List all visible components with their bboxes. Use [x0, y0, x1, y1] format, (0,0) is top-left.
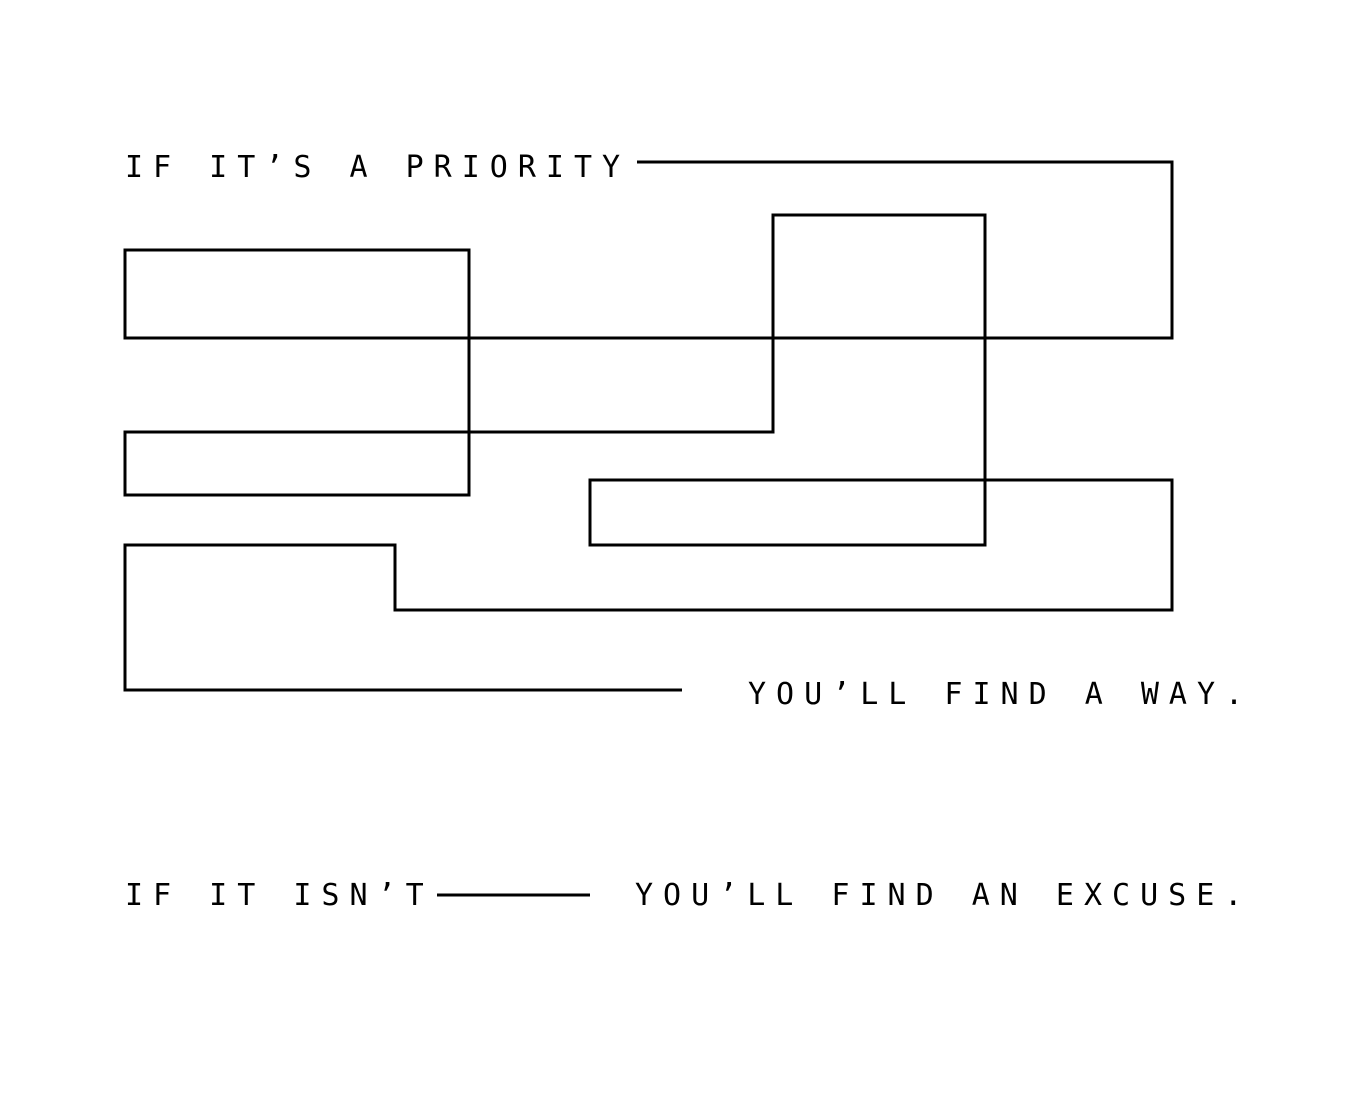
winding-path: [123, 160, 1174, 692]
bottom-result-text: YOU’LL FIND AN EXCUSE.: [635, 878, 1252, 913]
top-lead-text: IF IT’S A PRIORITY: [125, 150, 630, 185]
bottom-lead-text: IF IT ISN’T: [125, 878, 434, 913]
top-result-text: YOU’LL FIND A WAY.: [748, 677, 1253, 712]
